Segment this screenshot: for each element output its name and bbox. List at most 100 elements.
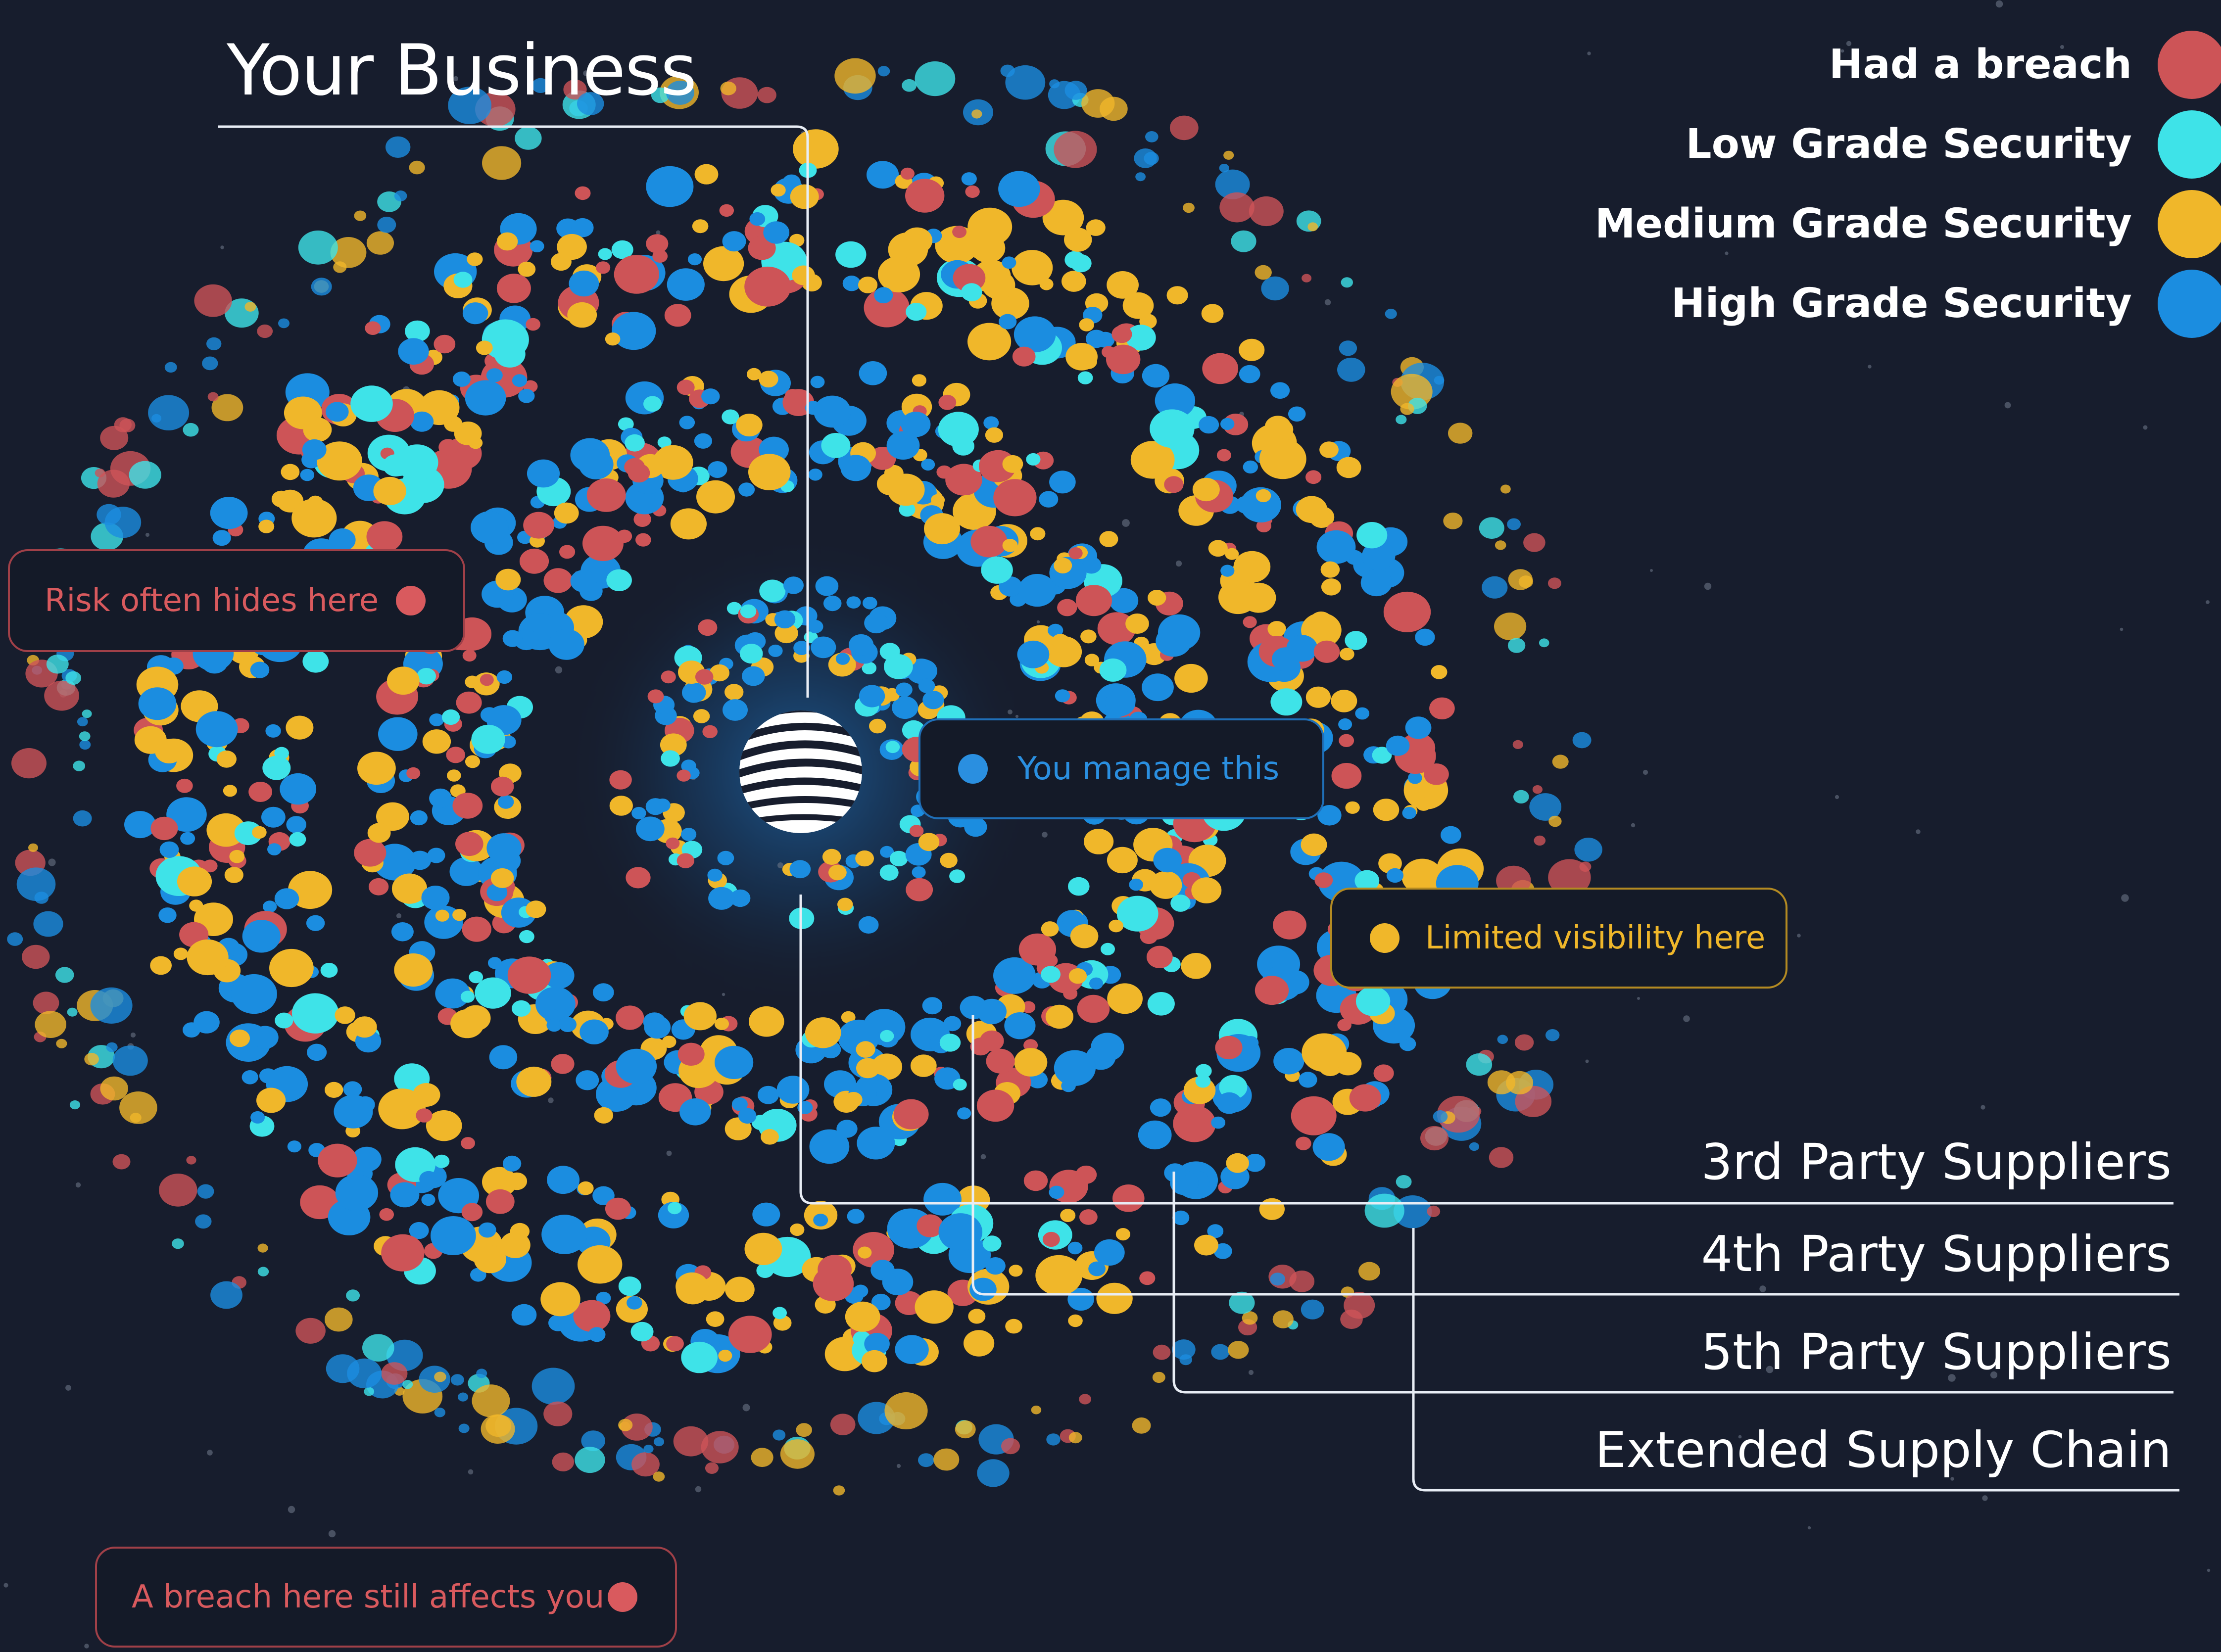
supplier-dot (306, 915, 325, 931)
supplier-dot (1079, 1394, 1092, 1405)
supplier-dot (724, 684, 744, 701)
supplier-dot (465, 380, 506, 416)
supplier-dot (408, 850, 432, 870)
supplier-dot (759, 579, 786, 603)
supplier-dot (751, 1448, 773, 1467)
supplier-dot (752, 1202, 780, 1227)
supplier-dot (244, 302, 256, 312)
supplier-dot (28, 843, 38, 852)
supplier-dot (834, 58, 876, 94)
supplier-dot (320, 963, 338, 978)
star (555, 666, 563, 674)
star (2143, 425, 2148, 430)
supplier-dot (79, 740, 91, 750)
supplier-dot (552, 1452, 575, 1471)
supplier-dot (605, 332, 621, 346)
supplier-dot (1355, 707, 1370, 720)
supplier-dot (862, 661, 877, 675)
supplier-dot (1009, 1265, 1023, 1277)
supplier-dot (742, 666, 765, 686)
supplier-dot (692, 219, 709, 234)
supplier-dot (1079, 318, 1094, 331)
star (1948, 1374, 1956, 1382)
supplier-dot (491, 776, 514, 797)
supplier-dot (1344, 1292, 1375, 1319)
supplier-dot (286, 715, 314, 740)
supplier-dot (354, 210, 367, 221)
supplier-dot (431, 1216, 476, 1255)
supplier-dot (1049, 1185, 1064, 1199)
supplier-dot (631, 1452, 660, 1477)
supplier-dot (867, 161, 899, 189)
supplier-dot (1077, 371, 1093, 384)
supplier-dot (1054, 558, 1072, 574)
supplier-dot (1242, 1311, 1258, 1325)
star (2121, 894, 2129, 902)
supplier-dot (229, 850, 245, 863)
supplier-dot (720, 81, 736, 95)
ring-3-connector (799, 895, 2173, 1205)
supplier-dot (880, 846, 894, 858)
supplier-dot (1400, 403, 1414, 415)
supplier-dot (828, 864, 847, 881)
supplier-dot (530, 240, 544, 253)
supplier-dot (982, 1235, 1002, 1252)
supplier-dot (435, 978, 470, 1009)
supplier-dot (1030, 527, 1046, 541)
supplier-dot (1084, 829, 1114, 854)
supplier-dot (805, 1017, 841, 1048)
supplier-dot (723, 699, 748, 721)
supplier-dot (917, 1214, 944, 1237)
supplier-dot (1255, 265, 1272, 280)
supplier-dot (65, 671, 82, 685)
supplier-dot (216, 750, 237, 768)
supplier-dot (673, 1426, 709, 1457)
supplier-dot (1213, 1243, 1232, 1259)
supplier-dot (864, 1333, 890, 1355)
supplier-dot (744, 266, 791, 307)
supplier-dot (643, 1012, 666, 1032)
supplier-dot (518, 389, 535, 403)
supplier-dot (1107, 847, 1138, 874)
supplier-dot (265, 724, 281, 738)
supplier-dot (435, 909, 449, 922)
star (2060, 45, 2064, 49)
supplier-dot (1042, 954, 1058, 967)
supplier-dot (1152, 1371, 1165, 1383)
supplier-dot (1091, 1033, 1124, 1062)
supplier-dot (410, 810, 428, 826)
star (3, 1583, 8, 1588)
supplier-dot (884, 654, 913, 679)
supplier-dot (918, 678, 935, 693)
supplier-dot (705, 1462, 719, 1474)
supplier-dot (616, 1005, 644, 1030)
supplier-dot (498, 795, 514, 809)
supplier-dot (677, 1042, 705, 1066)
supplier-dot (1081, 556, 1102, 574)
supplier-dot (660, 733, 687, 756)
supplier-dot (1259, 1198, 1285, 1220)
supplier-dot (783, 576, 804, 594)
supplier-dot (563, 79, 587, 100)
supplier-dot (1172, 1339, 1196, 1360)
supplier-dot (22, 944, 50, 969)
supplier-dot (202, 859, 218, 873)
supplier-dot (889, 850, 908, 867)
supplier-dot (275, 1012, 293, 1029)
supplier-dot (877, 66, 890, 77)
star (1990, 1371, 1998, 1379)
supplier-dot (79, 731, 91, 741)
supplier-dot (1042, 1231, 1060, 1247)
supplier-dot (257, 1267, 269, 1276)
supplier-dot (531, 1368, 575, 1405)
star (695, 1486, 702, 1493)
supplier-dot (352, 1146, 382, 1172)
supplier-dot (1339, 340, 1357, 356)
supplier-dot (694, 433, 712, 449)
supplier-dot (73, 810, 92, 827)
star (1995, 0, 2003, 8)
star (207, 1450, 213, 1456)
supplier-dot (1080, 629, 1097, 644)
supplier-dot (347, 1358, 382, 1388)
supplier-dot (844, 1092, 863, 1107)
